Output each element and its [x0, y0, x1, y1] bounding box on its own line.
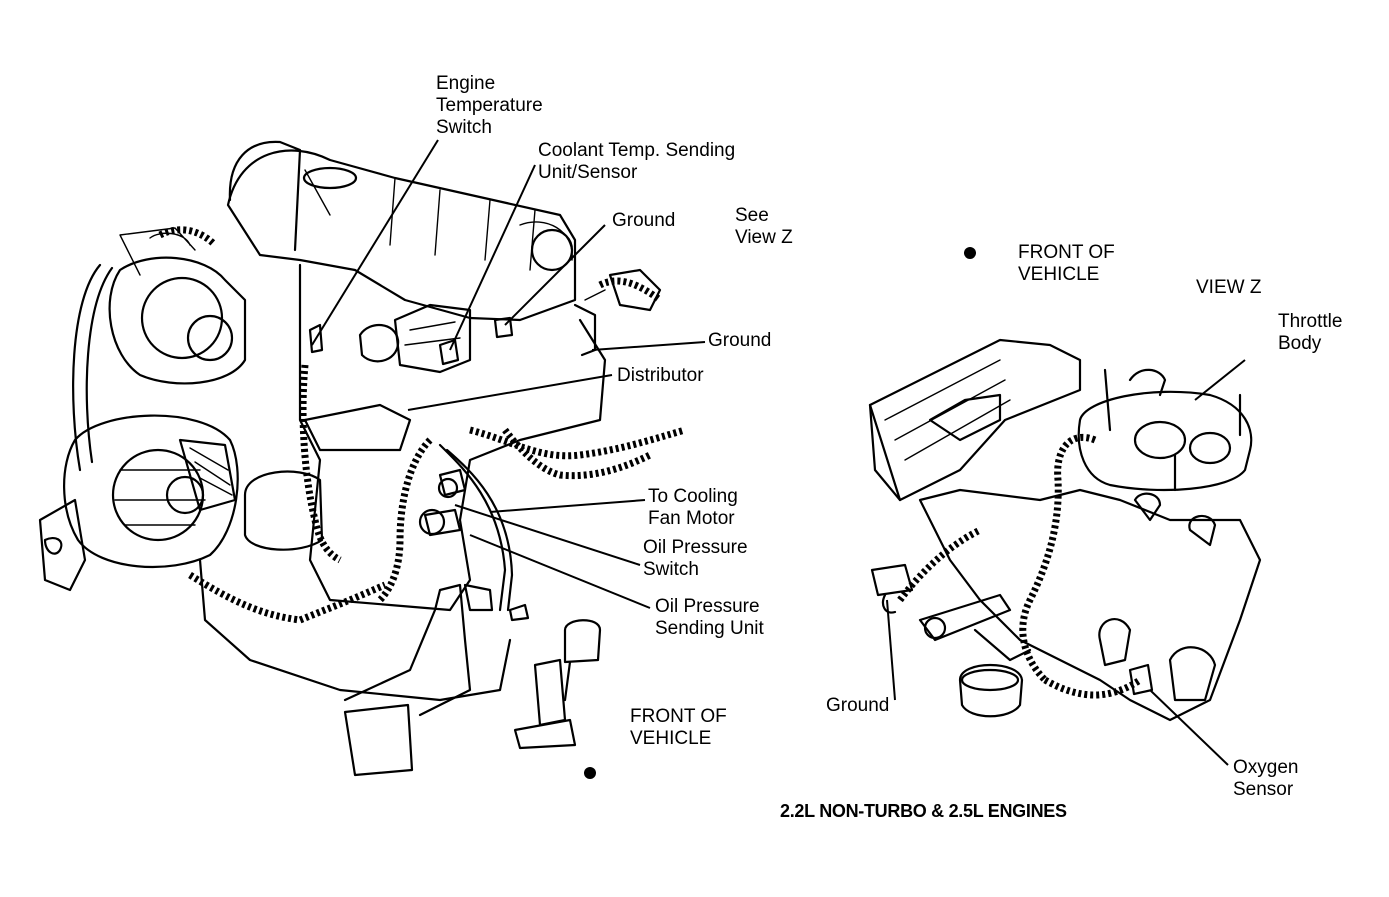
mount-right	[533, 658, 567, 727]
label-line: Switch	[643, 559, 699, 580]
label-line: VEHICLE	[1018, 264, 1100, 285]
label-oxygen-sensor: Oxygen Sensor	[1233, 757, 1298, 801]
label-line: FRONT OF	[630, 706, 727, 727]
cam-sprocket	[530, 228, 574, 272]
alternator	[63, 414, 239, 569]
label-line: Ground	[708, 330, 772, 351]
label-engine-temperature-switch: Engine Temperature Switch	[436, 73, 543, 139]
label-line: Coolant Temp. Sending	[538, 140, 736, 161]
ground-bracket-z	[870, 563, 914, 597]
label-distributor: Distributor	[617, 365, 704, 387]
cam-cover-z	[868, 338, 1082, 502]
label-front-of-vehicle-right: FRONT OF VEHICLE	[1018, 242, 1115, 286]
harness-right	[377, 437, 433, 603]
label-line: FRONT OF	[1018, 242, 1115, 263]
label-line: Ground	[826, 695, 890, 716]
main-engine-drawing	[38, 140, 686, 779]
egr-valve	[958, 664, 1024, 718]
label-line: VIEW Z	[1196, 277, 1262, 298]
label-front-of-vehicle-left: FRONT OF VEHICLE	[630, 706, 727, 750]
vacuum-hose-z	[1019, 433, 1097, 683]
oil-pan	[198, 558, 512, 702]
drive-belt	[72, 263, 102, 472]
harness-main	[299, 364, 342, 564]
oxygen-sensor-body	[1128, 663, 1154, 696]
label-line: VEHICLE	[630, 728, 712, 749]
label-line: Sending Unit	[655, 618, 764, 639]
label-ground-right: Ground	[708, 330, 771, 352]
engine-mount	[343, 583, 472, 717]
label-line: Ground	[612, 210, 676, 231]
label-line: See	[735, 205, 769, 226]
caption-text: 2.2L NON-TURBO & 2.5L ENGINES	[780, 801, 1067, 821]
label-throttle-body: Throttle Body	[1278, 311, 1342, 355]
diagram-caption: 2.2L NON-TURBO & 2.5L ENGINES	[780, 800, 1067, 822]
label-line: Oxygen	[1233, 757, 1299, 778]
upper-harness	[598, 277, 663, 303]
label-oil-pressure-sending-unit: Oil Pressure Sending Unit	[655, 596, 764, 640]
oil-fill-cap	[302, 166, 358, 190]
oil-filter	[243, 470, 324, 551]
harness-lower	[188, 572, 387, 624]
intake-manifold-z	[918, 488, 1262, 722]
oil-pressure-switch	[423, 508, 462, 537]
label-see-view-z: See View Z	[735, 205, 793, 249]
label-line: Oil Pressure	[643, 537, 748, 558]
label-line: To Cooling	[648, 486, 738, 507]
label-line: Unit/Sensor	[538, 162, 638, 183]
label-line: Switch	[436, 117, 492, 138]
intake-tube	[228, 140, 302, 252]
label-oil-pressure-switch: Oil Pressure Switch	[643, 537, 748, 581]
label-line: Body	[1278, 333, 1322, 354]
label-cooling-fan-motor: To Cooling Fan Motor	[648, 486, 738, 530]
label-line: Distributor	[617, 365, 704, 386]
engine-block	[298, 263, 607, 612]
compressor	[108, 256, 247, 385]
label-line: Fan Motor	[648, 508, 735, 529]
throttle-body	[1077, 390, 1253, 492]
label-line: Oil Pressure	[655, 596, 760, 617]
label-coolant-temp-sensor: Coolant Temp. Sending Unit/Sensor	[538, 140, 735, 184]
label-line: Throttle	[1278, 311, 1343, 332]
valve-cover	[226, 149, 577, 322]
label-ground-top: Ground	[612, 210, 675, 232]
distributor-body	[393, 303, 472, 374]
label-view-z: VIEW Z	[1196, 277, 1261, 299]
label-line: View Z	[735, 227, 793, 248]
front-marker-right	[964, 247, 976, 259]
label-line: Temperature	[436, 95, 543, 116]
leader-lines	[311, 139, 1246, 766]
front-marker-left	[584, 767, 596, 779]
cooling-fan-harness	[469, 426, 686, 460]
label-ground-view-z: Ground	[826, 695, 889, 717]
view-z-drawing	[868, 247, 1262, 722]
label-line: Engine	[436, 73, 496, 94]
label-line: Sensor	[1233, 779, 1294, 800]
